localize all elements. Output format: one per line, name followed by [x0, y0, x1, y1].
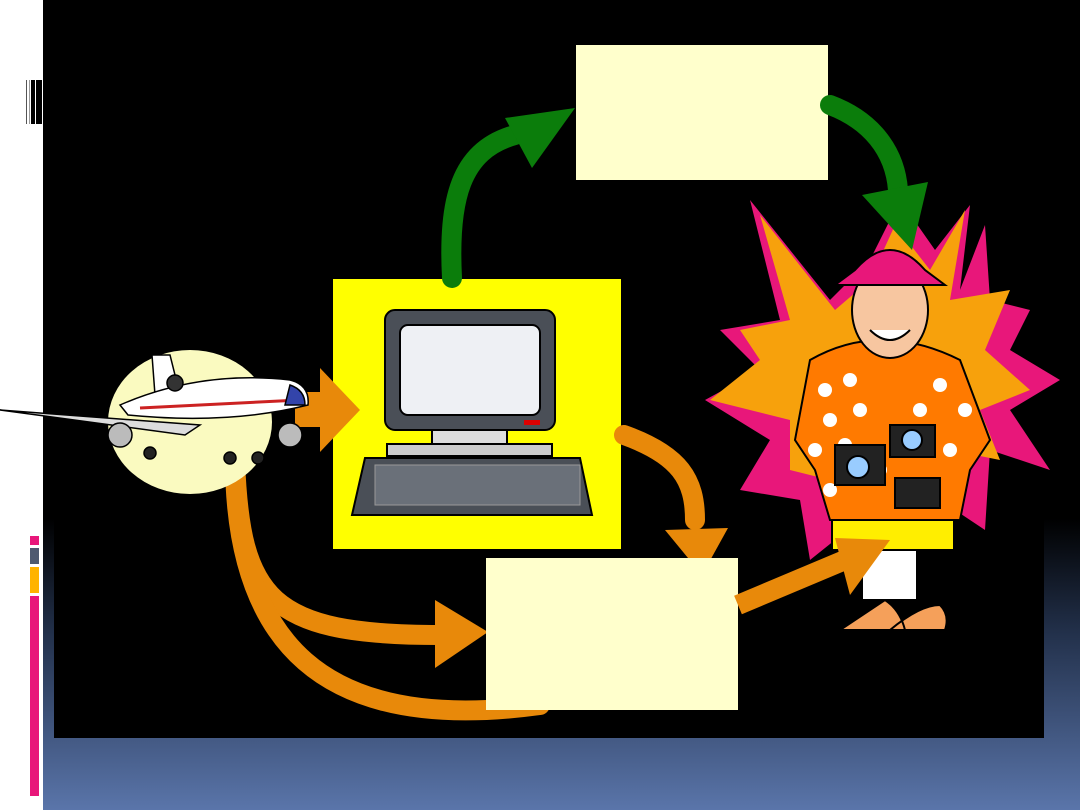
side-strip — [0, 0, 43, 810]
top-note-box — [576, 45, 828, 180]
bottom-note-box — [486, 558, 738, 710]
green-arrow-box-to-tourist — [820, 95, 928, 250]
accent-bar-pink — [30, 536, 39, 545]
accent-bar-pink-long — [30, 596, 39, 796]
barcode-logo-icon — [26, 80, 42, 124]
orange-arrow-box-to-tourist — [734, 538, 890, 615]
tourist-icon — [793, 249, 992, 631]
accent-bar-gold — [30, 567, 39, 593]
green-arrow-computer-to-box — [441, 108, 575, 288]
orange-arrow-computer-to-box — [614, 425, 728, 575]
computer-icon — [350, 309, 594, 516]
accent-bar-slate — [30, 548, 39, 564]
orange-arrow-plane-to-box — [225, 450, 550, 721]
airplane-icon — [0, 354, 309, 465]
